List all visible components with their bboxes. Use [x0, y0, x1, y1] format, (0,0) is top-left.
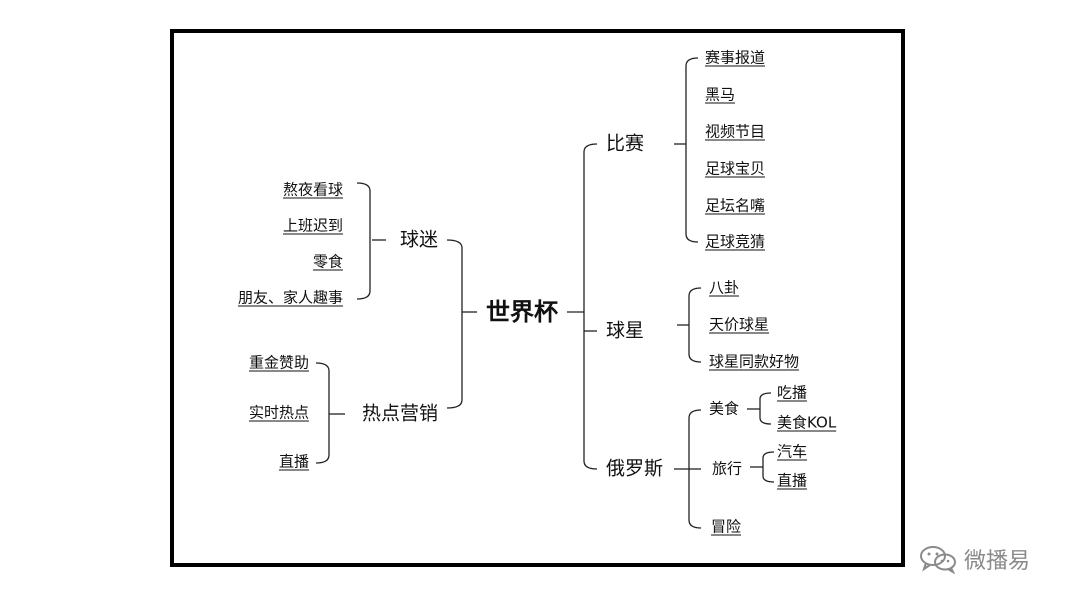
leaf-match-6[interactable]: 足球竞猜	[705, 232, 766, 251]
leaf-fans-3[interactable]: 零食	[312, 252, 343, 271]
bracket-match	[685, 57, 699, 243]
leaf-fans-2[interactable]: 上班迟到	[282, 216, 343, 235]
leaf-match-4[interactable]: 足球宝贝	[705, 159, 766, 178]
leaf-match-2[interactable]: 黑马	[705, 85, 736, 104]
node-match: 比赛	[606, 132, 645, 155]
mindmap-frame	[170, 29, 905, 567]
leaf-star-1[interactable]: 八卦	[709, 278, 740, 297]
bracket-left-main	[446, 239, 463, 409]
bracket-fans	[356, 182, 371, 300]
watermark-text: 微播易	[964, 549, 1031, 574]
leaf-star-2[interactable]: 天价球星	[709, 315, 770, 334]
leaf-marketing-3[interactable]: 直播	[278, 452, 309, 471]
node-marketing: 热点营销	[361, 402, 438, 425]
leaf-fans-4[interactable]: 朋友、家人趣事	[237, 288, 343, 307]
leaf-match-5[interactable]: 足坛名嘴	[705, 196, 766, 215]
leaf-food-2[interactable]: 美食KOL	[777, 413, 837, 432]
node-fans: 球迷	[399, 228, 438, 251]
leaf-star-3[interactable]: 球星同款好物	[709, 352, 800, 371]
leaf-travel-1[interactable]: 汽车	[777, 442, 808, 461]
leaf-adventure[interactable]: 冒险	[711, 517, 742, 536]
wechat-icon	[920, 546, 956, 574]
bracket-right-main	[583, 143, 598, 470]
bracket-travel	[762, 451, 775, 483]
node-star: 球星	[606, 319, 645, 342]
leaf-travel-2[interactable]: 直播	[777, 471, 808, 490]
leaf-food-1[interactable]: 吃播	[777, 383, 808, 402]
leaf-match-3[interactable]: 视频节目	[705, 122, 766, 141]
watermark: 微播易	[918, 543, 1030, 575]
bracket-food	[759, 392, 772, 425]
node-travel: 旅行	[712, 459, 743, 478]
leaf-marketing-1[interactable]: 重金赞助	[248, 353, 309, 372]
bracket-marketing	[315, 362, 330, 464]
leaf-fans-1[interactable]: 熬夜看球	[282, 180, 343, 199]
bracket-star	[688, 287, 702, 363]
node-food: 美食	[709, 399, 740, 418]
center-topic: 世界杯	[486, 298, 558, 326]
leaf-marketing-2[interactable]: 实时热点	[248, 403, 309, 422]
node-russia: 俄罗斯	[606, 457, 664, 480]
leaf-match-1[interactable]: 赛事报道	[705, 48, 766, 67]
